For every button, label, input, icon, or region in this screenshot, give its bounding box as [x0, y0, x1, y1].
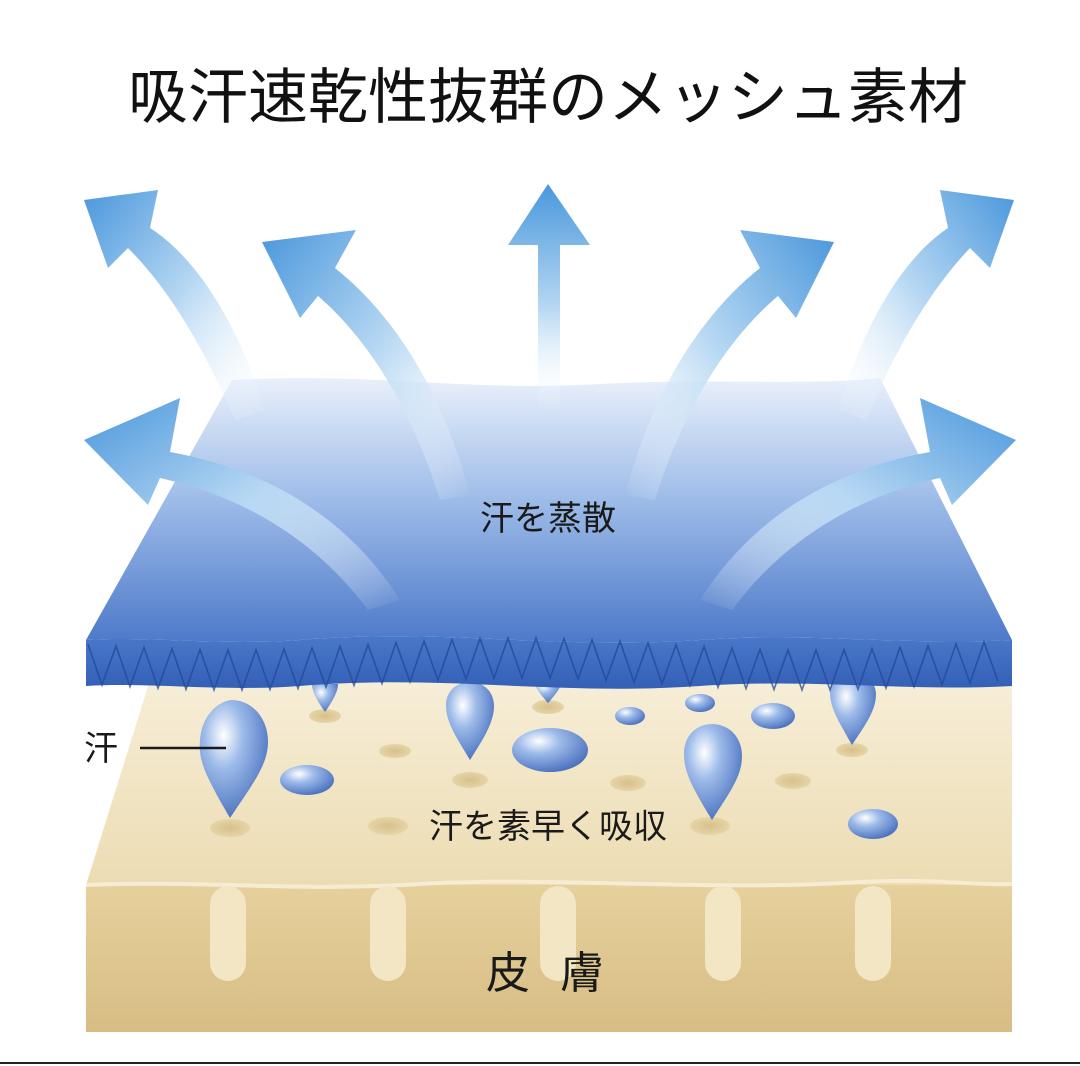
fabric-edge — [86, 636, 1012, 689]
sweat-droplets — [199, 676, 898, 839]
fabric-top — [86, 378, 1012, 643]
evaporation-arrows — [84, 184, 1016, 610]
droplet-right — [830, 676, 876, 745]
skin-top — [86, 680, 1012, 885]
droplet-center-right — [684, 724, 742, 820]
fabric-mesh-pattern — [87, 635, 999, 693]
sweat-glands — [210, 886, 891, 981]
arrow-lower-left — [84, 398, 400, 610]
droplet-round-1 — [280, 765, 334, 795]
label-absorb: 汗を素早く吸収 — [429, 807, 667, 847]
arrow-lower-right — [700, 398, 1016, 610]
droplet-center-left — [446, 682, 494, 760]
skin-layer — [85, 680, 1013, 1032]
droplet-large-left — [199, 700, 268, 818]
droplet-round-6 — [848, 809, 898, 839]
sweat-callout: 汗 — [84, 729, 226, 769]
arrow-top-right — [838, 190, 1014, 420]
skin-pores — [210, 700, 868, 837]
droplet-round-2 — [512, 728, 588, 772]
droplet-round-5 — [751, 703, 795, 729]
arrow-center — [508, 184, 590, 410]
droplet-drip-1 — [312, 684, 338, 712]
skin-edge — [85, 878, 1013, 889]
arrow-right-2 — [625, 230, 834, 500]
diagram-title: 吸汗速乾性抜群のメッシュ素材 — [128, 63, 968, 133]
mesh-fabric — [86, 378, 1012, 693]
droplet-round-3 — [615, 707, 645, 725]
label-evaporate: 汗を蒸散 — [480, 499, 616, 539]
label-sweat: 汗 — [84, 729, 118, 769]
arrow-top-left — [84, 190, 265, 420]
droplet-round-4 — [685, 694, 715, 712]
arrow-left-2 — [262, 230, 470, 500]
label-skin: 皮膚 — [486, 948, 634, 999]
